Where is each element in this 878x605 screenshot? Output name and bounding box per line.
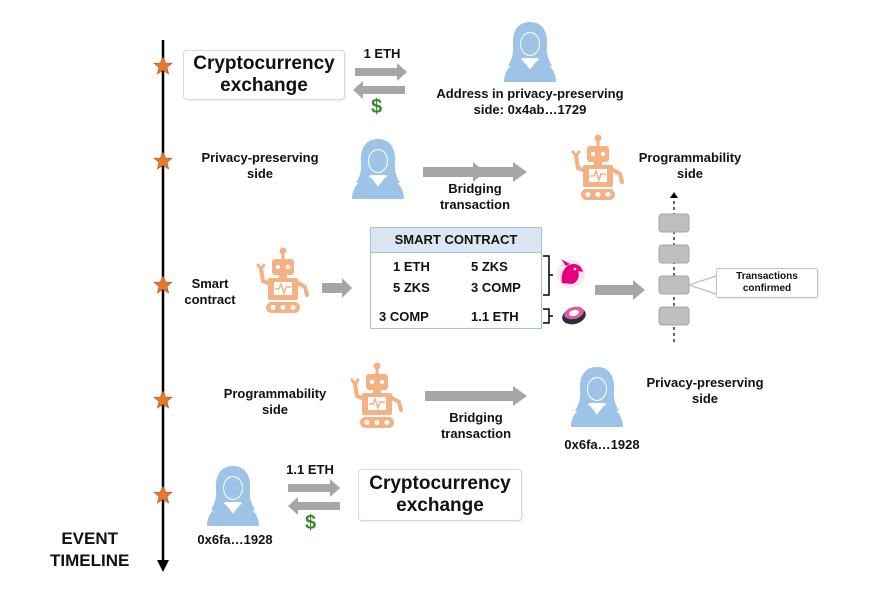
exchange-box-2: Cryptocurrency exchange <box>358 469 522 521</box>
robot-icon <box>350 360 403 430</box>
contract-arrow-icon <box>322 278 352 298</box>
address-label-1: Address in privacy-preserving side: 0x4a… <box>436 86 624 117</box>
robot-icon <box>256 245 309 315</box>
smart-contract-label: Smart contract <box>184 276 236 307</box>
bridging-arrow-long-2 <box>425 386 527 406</box>
bridging-label-1: Bridging transaction <box>439 181 511 212</box>
user-person-icon <box>351 138 405 200</box>
swap-braces <box>543 255 553 324</box>
sushi-roll-icon <box>562 306 586 325</box>
exchange-label-line1: Cryptocurrency <box>193 53 335 74</box>
exchange-arrows-1 <box>353 63 407 99</box>
smart-contract-title: SMART CONTRACT <box>371 228 541 253</box>
timeline-axis <box>157 40 169 572</box>
dollar-icon: $ <box>371 96 383 118</box>
swap-to-3: 1.1 ETH <box>471 309 519 324</box>
robot-icon <box>571 132 624 202</box>
user-person-icon <box>206 465 260 527</box>
exchange-label-line1: Cryptocurrency <box>369 473 511 494</box>
privacy-side-label: Privacy-preserving side <box>201 150 319 181</box>
user-person-icon <box>570 366 624 428</box>
blockchain-icon <box>658 192 717 345</box>
privacy-side-label-2: Privacy-preserving side <box>646 375 764 406</box>
amount-label-2: 1.1 ETH <box>286 462 334 477</box>
transactions-confirmed-box: Transactions confirmed <box>716 268 818 298</box>
bridging-label-2: Bridging transaction <box>440 410 512 441</box>
to-chain-arrow-icon <box>595 280 645 300</box>
exchange-box-1: Cryptocurrency exchange <box>183 50 345 100</box>
uniswap-unicorn-icon <box>557 259 585 288</box>
event-timeline-label: EVENT TIMELINE <box>50 529 130 570</box>
swap-from-3: 3 COMP <box>379 309 429 324</box>
exchange-label-line2: exchange <box>220 75 308 96</box>
swap-to-2: 3 COMP <box>471 280 521 295</box>
address-label-2: 0x6fa…1928 <box>564 437 640 452</box>
swap-from-1: 1 ETH <box>393 259 430 274</box>
swap-from-2: 5 ZKS <box>393 280 430 295</box>
swap-to-1: 5 ZKS <box>471 259 508 274</box>
exchange-label-line2: exchange <box>396 495 484 516</box>
dollar-icon-2: $ <box>305 512 317 534</box>
programmability-side-label: Programmability side <box>638 150 742 181</box>
bridging-arrow-long <box>423 162 527 182</box>
exchange-arrows-2 <box>288 479 340 515</box>
amount-label-1: 1 ETH <box>363 46 401 61</box>
address-label-3: 0x6fa…1928 <box>197 532 273 547</box>
user-person-icon <box>503 21 557 83</box>
programmability-side-label-2: Programmability side <box>223 386 327 417</box>
smart-contract-panel: SMART CONTRACT 1 ETH 5 ZKS 5 ZKS 3 COMP … <box>370 227 542 329</box>
